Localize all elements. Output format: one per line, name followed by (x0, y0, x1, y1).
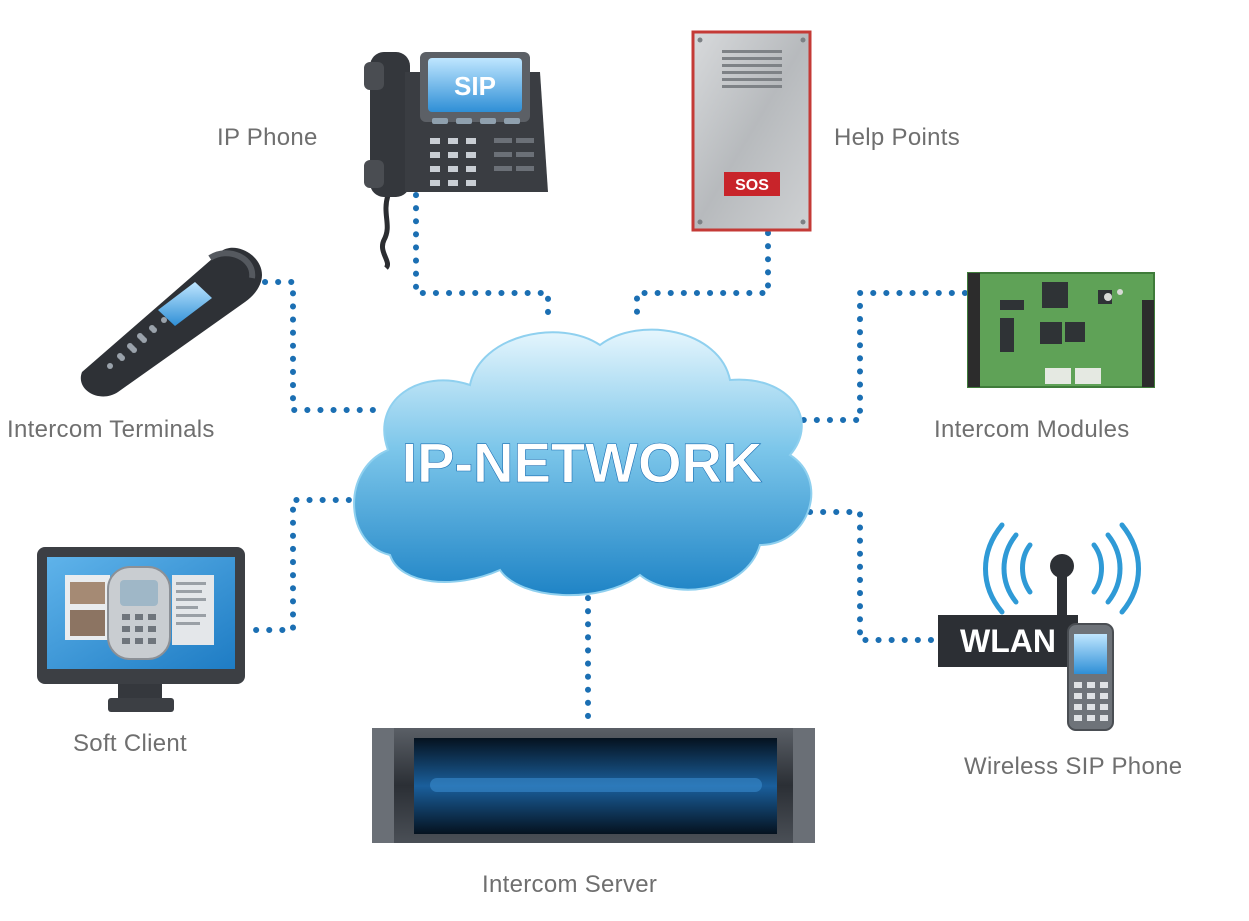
terminal-screen (158, 282, 212, 326)
ip-phone-device: SIP (364, 52, 548, 270)
network-label: IP-NETWORK (402, 431, 763, 494)
ip-phone-label: IP Phone (217, 124, 318, 151)
intercom-server-label: Intercom Server (482, 871, 658, 898)
wifi-signal-icon (983, 522, 1141, 615)
intercom-server-device (372, 728, 815, 843)
connector-wireless-sip-phone (807, 509, 938, 643)
help-point-device: SOS (691, 30, 812, 232)
intercom-terminal-device (80, 247, 263, 397)
ip-phone-screen (428, 58, 522, 112)
wireless-sip-phone-label: Wireless SIP Phone (964, 753, 1183, 780)
wlan-badge-text: WLAN (960, 623, 1056, 659)
intercom-module-device (967, 272, 1155, 388)
ip-network-cloud: IP-NETWORK (353, 328, 813, 597)
connector-lines (245, 192, 968, 731)
speaker-grille (722, 50, 782, 88)
help-points-label: Help Points (834, 124, 961, 151)
sos-button-text: SOS (735, 177, 769, 194)
sos-button (724, 172, 780, 196)
soft-client-device (37, 547, 245, 712)
connector-soft-client (245, 497, 365, 633)
connector-ip-phone (413, 192, 551, 328)
ip-phone-screen-text: SIP (454, 71, 496, 101)
intercom-terminals-label: Intercom Terminals (7, 416, 215, 443)
connector-help-points (634, 230, 771, 325)
intercom-modules-label: Intercom Modules (934, 416, 1130, 443)
connector-intercom-terminals (262, 279, 378, 413)
wireless-sip-phone-device: WLAN (938, 522, 1141, 731)
connector-intercom-modules (792, 290, 968, 423)
soft-client-label: Soft Client (73, 730, 188, 757)
wlan-access-point (938, 615, 1078, 667)
